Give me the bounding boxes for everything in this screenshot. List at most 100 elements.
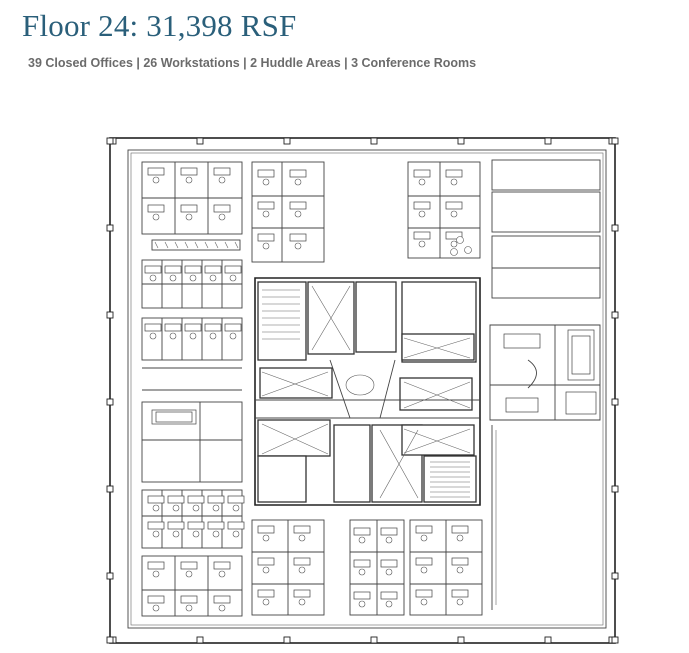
chair	[450, 178, 458, 186]
chair	[262, 242, 270, 250]
desk	[147, 521, 165, 530]
huddle-chair	[450, 248, 458, 256]
chair	[262, 534, 270, 542]
column	[611, 636, 619, 644]
desk	[380, 527, 398, 536]
desk	[257, 589, 275, 598]
chair	[185, 176, 193, 184]
chair	[232, 530, 240, 538]
desk	[164, 265, 182, 274]
desk	[451, 557, 469, 566]
column	[106, 137, 114, 145]
column	[611, 224, 619, 232]
chair	[192, 530, 200, 538]
column	[457, 636, 465, 644]
desk	[204, 323, 222, 332]
chair	[152, 604, 160, 612]
chair	[212, 504, 220, 512]
chair	[152, 176, 160, 184]
desk	[257, 525, 275, 534]
desk	[187, 495, 205, 504]
desk	[164, 323, 182, 332]
desk	[415, 525, 433, 534]
desk	[413, 231, 431, 240]
chair	[358, 568, 366, 576]
desk	[415, 557, 433, 566]
chair	[418, 210, 426, 218]
desk	[293, 589, 311, 598]
column	[196, 137, 204, 145]
chair	[298, 534, 306, 542]
chair	[420, 534, 428, 542]
chair	[262, 210, 270, 218]
column	[611, 398, 619, 406]
desk	[227, 521, 245, 530]
column	[106, 572, 114, 580]
desk	[257, 201, 275, 210]
chair	[294, 242, 302, 250]
column	[544, 137, 552, 145]
desk	[257, 233, 275, 242]
desk	[144, 265, 162, 274]
chair	[229, 332, 237, 340]
desk	[293, 525, 311, 534]
desk	[213, 167, 231, 176]
chair	[218, 213, 226, 221]
perimeter-columns	[106, 137, 619, 644]
desk	[184, 323, 202, 332]
column	[283, 137, 291, 145]
desk	[147, 595, 165, 604]
column	[106, 311, 114, 319]
chair	[262, 178, 270, 186]
office-grid-left-lower	[141, 489, 243, 617]
desk	[184, 265, 202, 274]
chair	[185, 604, 193, 612]
desk	[289, 169, 307, 178]
desk	[353, 591, 371, 600]
desk	[445, 169, 463, 178]
column	[611, 572, 619, 580]
desk	[227, 495, 245, 504]
desk	[224, 323, 242, 332]
chair	[262, 566, 270, 574]
chair	[450, 240, 458, 248]
desk	[167, 495, 185, 504]
desk	[180, 167, 198, 176]
chair	[169, 332, 177, 340]
chair	[212, 530, 220, 538]
chair	[209, 274, 217, 282]
desk	[180, 561, 198, 570]
chair	[232, 504, 240, 512]
office-cluster-top-left	[141, 161, 243, 251]
desk	[213, 561, 231, 570]
desk	[147, 495, 165, 504]
chair	[152, 530, 160, 538]
building-core	[254, 277, 481, 506]
desk	[380, 559, 398, 568]
chair	[152, 570, 160, 578]
column	[283, 636, 291, 644]
desk	[413, 201, 431, 210]
desk	[289, 233, 307, 242]
column	[370, 137, 378, 145]
chair	[385, 536, 393, 544]
desk	[293, 557, 311, 566]
chair	[149, 274, 157, 282]
huddle-chair	[456, 236, 464, 244]
floor-summary: 39 Closed Offices | 26 Workstations | 2 …	[28, 56, 477, 70]
conference-table	[571, 335, 591, 375]
column	[106, 224, 114, 232]
chair	[218, 176, 226, 184]
chair	[189, 274, 197, 282]
column	[196, 636, 204, 644]
chair	[229, 274, 237, 282]
office-cluster-bottom-right	[409, 519, 483, 616]
desk	[413, 169, 431, 178]
office-grid-left-upper	[141, 259, 243, 391]
desk	[147, 204, 165, 213]
chair	[185, 213, 193, 221]
desk	[147, 167, 165, 176]
desk	[380, 591, 398, 600]
desk	[353, 527, 371, 536]
